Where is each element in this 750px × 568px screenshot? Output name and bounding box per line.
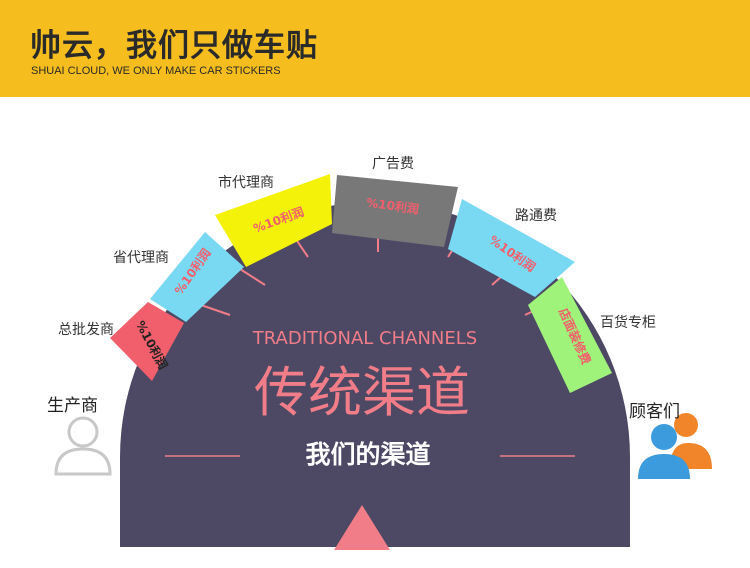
label-provincial: 省代理商: [113, 250, 169, 266]
header-banner: 帅云，我们只做车贴 SHUAI CLOUD, WE ONLY MAKE CAR …: [0, 0, 750, 97]
header-title: 帅云，我们只做车贴: [30, 28, 318, 64]
english-title: TRADITIONAL CHANNELS: [252, 328, 477, 349]
segment-block-city: %10利润: [215, 174, 332, 267]
diagram-graphic: TRADITIONAL CHANNELS 传统渠道 我们的渠道 %10利润 %1…: [54, 174, 712, 550]
header-subtitle: SHUAI CLOUD, WE ONLY MAKE CAR STICKERS: [31, 65, 281, 77]
label-road: 路通费: [515, 208, 557, 224]
segment-block-wholesaler: %10利润: [110, 302, 184, 381]
segment-shape: [150, 232, 244, 322]
segment-shape: [110, 302, 184, 381]
label-department: 百货专柜: [600, 315, 656, 331]
balance-triangle: [334, 505, 390, 550]
segment-shape: [448, 199, 575, 297]
channel-diagram: TRADITIONAL CHANNELS 传统渠道 我们的渠道 %10利润 %1…: [0, 97, 750, 568]
segment-shape: [528, 277, 612, 393]
main-title: 传统渠道: [254, 361, 470, 424]
segment-block-advertising: %10利润: [332, 175, 458, 247]
segment-badge: %10利润: [365, 194, 419, 216]
label-producer: 生产商: [47, 396, 98, 416]
label-wholesaler: 总批发商: [58, 322, 114, 338]
segment-shape: [215, 174, 332, 267]
segment-block-road: %10利润: [448, 199, 575, 297]
channel-dome: [120, 202, 630, 547]
person-outline-icon: [54, 416, 112, 476]
customers-group-icon: [638, 413, 712, 479]
label-advertising: 广告费: [372, 156, 414, 172]
label-customers: 顾客们: [629, 402, 680, 422]
segment-shape: [332, 175, 458, 247]
our-channel-label: 我们的渠道: [305, 440, 430, 469]
label-city: 市代理商: [218, 175, 274, 191]
